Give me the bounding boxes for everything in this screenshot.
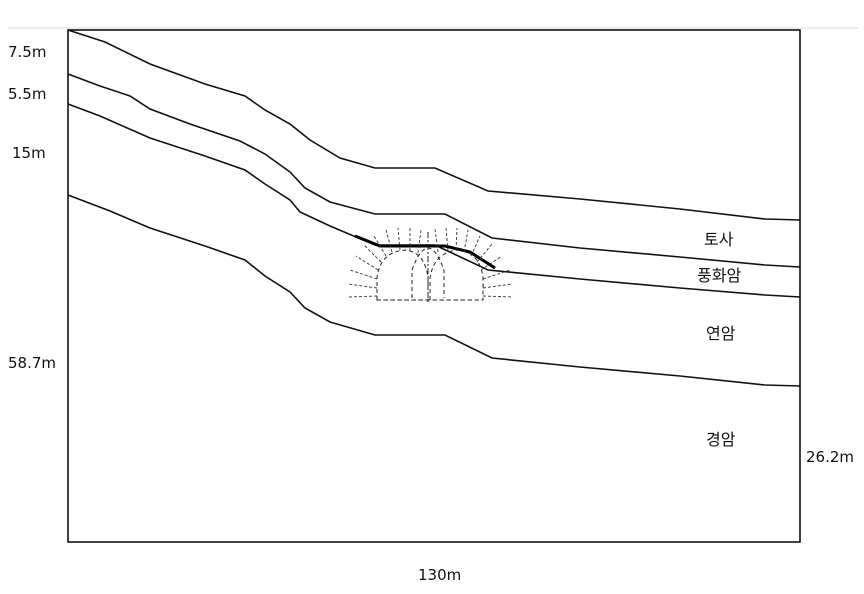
tunnel-group xyxy=(376,232,484,302)
right-tunnel-outline xyxy=(429,249,484,301)
dim-bottom: 130m xyxy=(418,566,462,584)
layer-label-soft-rock: 연암 xyxy=(706,324,736,343)
dim-total-left: 58.7m xyxy=(8,354,57,372)
soft-hard-boundary xyxy=(67,194,801,387)
section-frame xyxy=(67,29,801,543)
soil-weathered-boundary xyxy=(67,73,801,268)
dim-top-soil: 7.5m xyxy=(8,43,47,61)
left-tunnel-outline xyxy=(376,249,429,301)
dim-right: 26.2m xyxy=(806,448,855,466)
layer-label-weathered-rock: 풍화암 xyxy=(697,266,742,285)
weathered-soft-boundary xyxy=(67,103,801,298)
layer-label-soil: 토사 xyxy=(704,230,734,249)
dim-weathered-rock: 5.5m xyxy=(8,85,47,103)
rock-bolts xyxy=(347,227,513,298)
tunnel-crown-line xyxy=(354,234,496,270)
ground-surface-line xyxy=(67,29,801,221)
layer-label-hard-rock: 경암 xyxy=(706,430,736,449)
dim-soft-rock: 15m xyxy=(12,144,46,162)
